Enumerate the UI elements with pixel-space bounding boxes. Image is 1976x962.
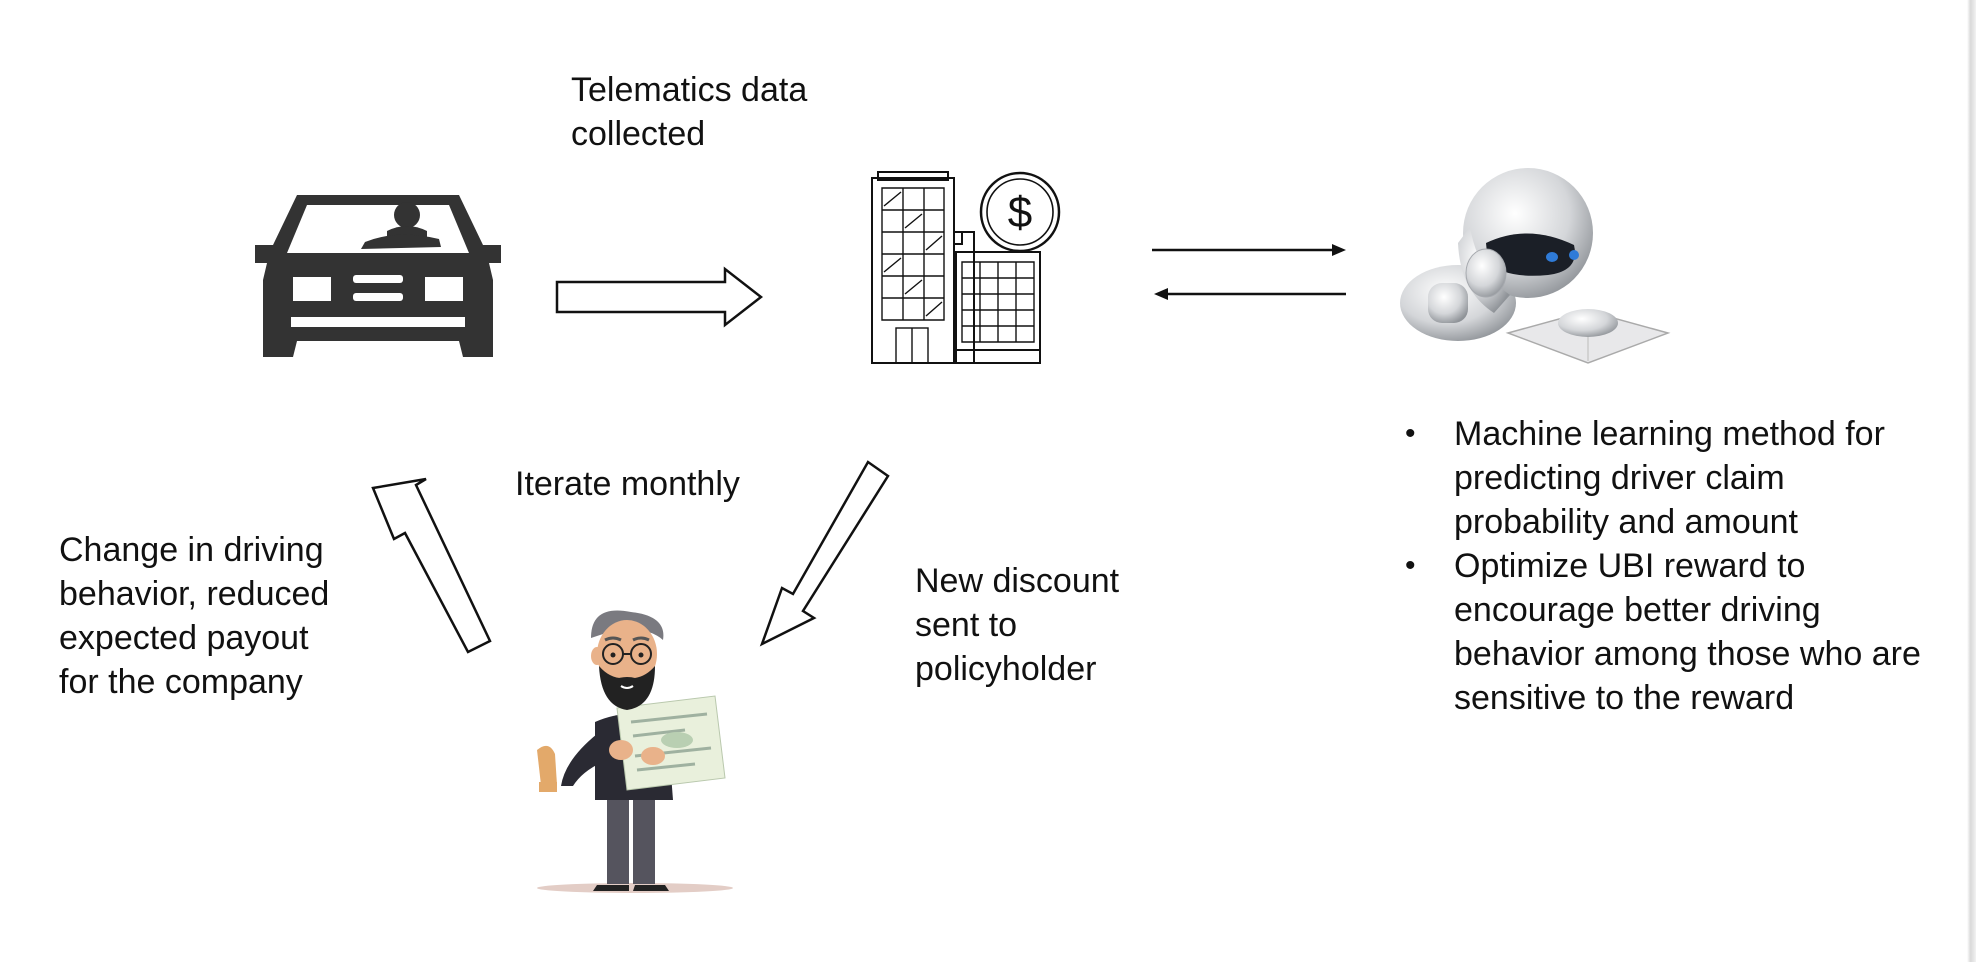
- insurance-company-building-icon: $: [871, 171, 1061, 364]
- arrow-policyholder-to-car: [371, 477, 492, 654]
- behavior-change-label: Change in driving behavior, reduced expe…: [59, 531, 330, 701]
- model-description-list: Machine learning method for predicting d…: [1405, 412, 1925, 720]
- bullet-item: Machine learning method for predicting d…: [1405, 412, 1925, 544]
- robot-reading-book-icon: [1400, 168, 1671, 364]
- slide-edge: [1967, 0, 1976, 962]
- arrow-insurer-to-model: [1152, 244, 1346, 256]
- telematics-label: Telematics data collected: [571, 71, 808, 153]
- bullet-item: Optimize UBI reward to encourage better …: [1405, 544, 1925, 720]
- car-driver-icon: [255, 195, 501, 357]
- policyholder-reading-document-icon: [537, 610, 733, 893]
- arrow-insurer-to-policyholder: [759, 460, 890, 647]
- svg-text:$: $: [1008, 188, 1032, 237]
- arrow-car-to-insurer: [555, 266, 764, 328]
- discount-label: New discount sent to policyholder: [915, 562, 1120, 688]
- iterate-label: Iterate monthly: [515, 465, 740, 503]
- arrow-model-to-insurer: [1154, 288, 1346, 300]
